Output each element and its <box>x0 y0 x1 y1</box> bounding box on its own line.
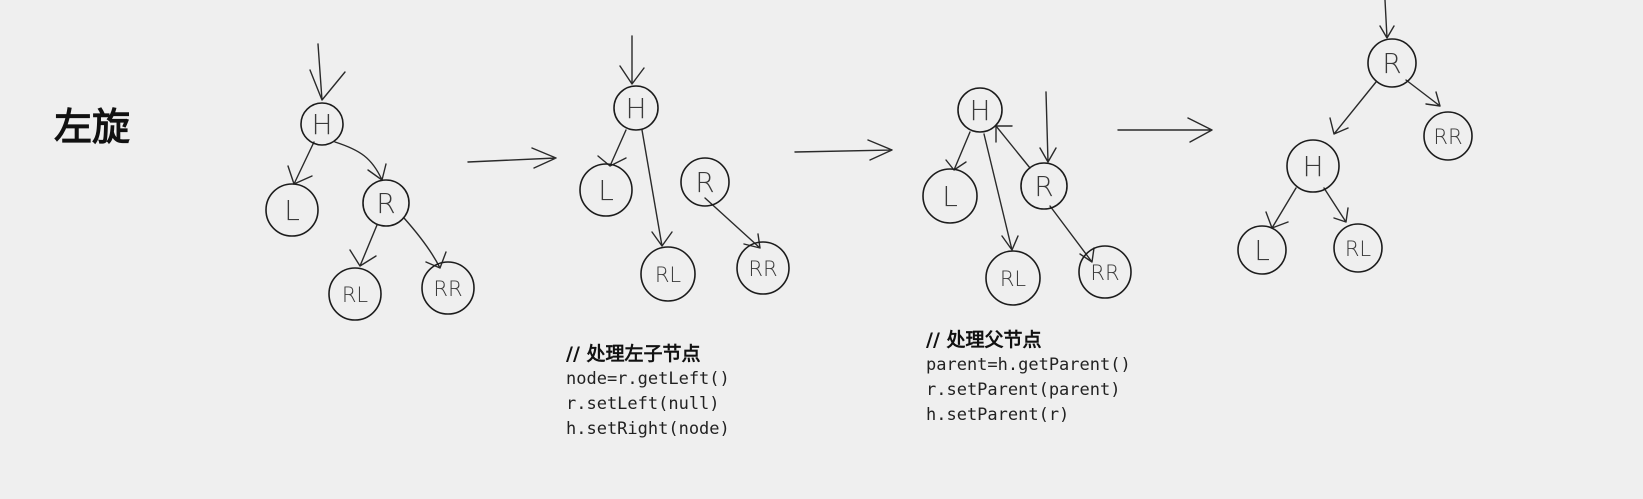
stage-4-incoming-arrow <box>1379 0 1395 39</box>
stage-4-node-r <box>1367 38 1417 88</box>
stage-2-node-r <box>680 157 730 207</box>
stage-1-label-rl: RL <box>342 283 369 307</box>
stage-3-node-l <box>922 168 978 224</box>
stage-4-label-rl: RL <box>1345 237 1372 261</box>
stage-2-label-rl: RL <box>655 263 682 287</box>
stage-3-edge-r-h <box>995 125 1031 169</box>
stage-1-node-rl <box>328 267 382 321</box>
stage-4-edge-r-h <box>1329 81 1377 135</box>
stage-4-node-rl <box>1333 223 1383 273</box>
code-block-left-child-heading: // 处理左子节点 <box>566 343 701 365</box>
stage-4-label-l: L <box>1254 234 1270 267</box>
code-line: h.setParent(r) <box>926 405 1070 425</box>
stage-4-node-rr <box>1423 111 1473 161</box>
stage-4-edge-h-l <box>1265 187 1297 229</box>
code-line: r.setParent(parent) <box>926 380 1121 400</box>
stage-3-edge-h-l <box>945 131 971 171</box>
stage-1-edge-h-l <box>287 141 315 185</box>
stage-2-label-h: H <box>625 92 646 125</box>
stage-3-node-r <box>1020 162 1068 210</box>
stage-3-node-rr <box>1078 245 1132 299</box>
stage-2-edge-h-rl <box>641 129 673 247</box>
stage-1-node-rr <box>421 261 475 315</box>
stage-1-edge-h-r <box>334 141 387 181</box>
stage-2-node-l <box>579 163 633 217</box>
stage-3-label-r: R <box>1034 170 1053 203</box>
transition-arrow-3 <box>1117 117 1213 143</box>
stage-1-label-r: R <box>376 187 395 220</box>
stage-3-label-rr: RR <box>1090 261 1119 285</box>
stage-3-edge-h-rl <box>983 133 1019 251</box>
stage-3-label-rl: RL <box>1000 267 1027 291</box>
stage-1-label-l: L <box>284 194 300 227</box>
stage-1-edge-r-rr <box>403 217 447 269</box>
stage-4-node-l <box>1237 225 1287 275</box>
stage-2-label-l: L <box>598 174 614 207</box>
stage-2-node-rr <box>736 241 790 295</box>
stage-2-label-rr: RR <box>748 257 777 281</box>
code-block-parent-heading: // 处理父节点 <box>926 329 1042 351</box>
code-block-parent: // 处理父节点 parent=h.getParent() r.setParen… <box>926 328 1131 428</box>
stage-1-node-r <box>362 179 410 227</box>
code-line: r.setLeft(null) <box>566 394 720 414</box>
stage-3-label-h: H <box>969 94 990 127</box>
stage-4-tree: R H RR L RL <box>1237 0 1473 275</box>
stage-1-label-h: H <box>311 108 332 141</box>
stage-1-tree: H L R RL RR <box>265 43 475 321</box>
stage-2-incoming-arrow <box>619 35 645 85</box>
stage-3-node-h <box>957 87 1003 133</box>
stage-1-incoming-arrow <box>309 43 346 101</box>
stage-4-edge-h-rl <box>1323 187 1349 223</box>
stage-4-label-h: H <box>1302 150 1323 183</box>
stage-1-node-h <box>300 102 344 146</box>
stage-1-node-l <box>265 183 319 237</box>
stage-2-edge-r-rr <box>704 197 761 249</box>
page-title: 左旋 <box>54 105 131 149</box>
stage-1-label-rr: RR <box>433 277 462 301</box>
stage-2-label-r: R <box>695 166 714 199</box>
stage-3-label-l: L <box>942 180 958 213</box>
stage-3-incoming-arrow <box>1039 91 1057 163</box>
code-block-left-child: // 处理左子节点 node=r.getLeft() r.setLeft(nul… <box>566 342 730 442</box>
stage-3-node-rl <box>985 250 1041 306</box>
stage-4-node-h <box>1286 139 1340 193</box>
transition-arrow-2 <box>794 139 893 161</box>
code-line: parent=h.getParent() <box>926 355 1131 375</box>
stage-2-tree: H L R RL RR <box>579 35 790 302</box>
transition-arrow-1 <box>467 147 557 169</box>
stage-4-label-r: R <box>1382 47 1401 80</box>
stage-3-tree: H L R RL RR <box>922 87 1132 306</box>
stage-4-edge-r-rr <box>1405 79 1441 107</box>
code-line: node=r.getLeft() <box>566 369 730 389</box>
stage-2-edge-h-l <box>597 129 627 167</box>
stage-2-node-h <box>613 85 659 131</box>
stage-4-label-rr: RR <box>1433 125 1462 149</box>
stage-2-node-rl <box>640 246 696 302</box>
stage-1-edge-r-rl <box>349 224 378 267</box>
code-line: h.setRight(node) <box>566 419 730 439</box>
